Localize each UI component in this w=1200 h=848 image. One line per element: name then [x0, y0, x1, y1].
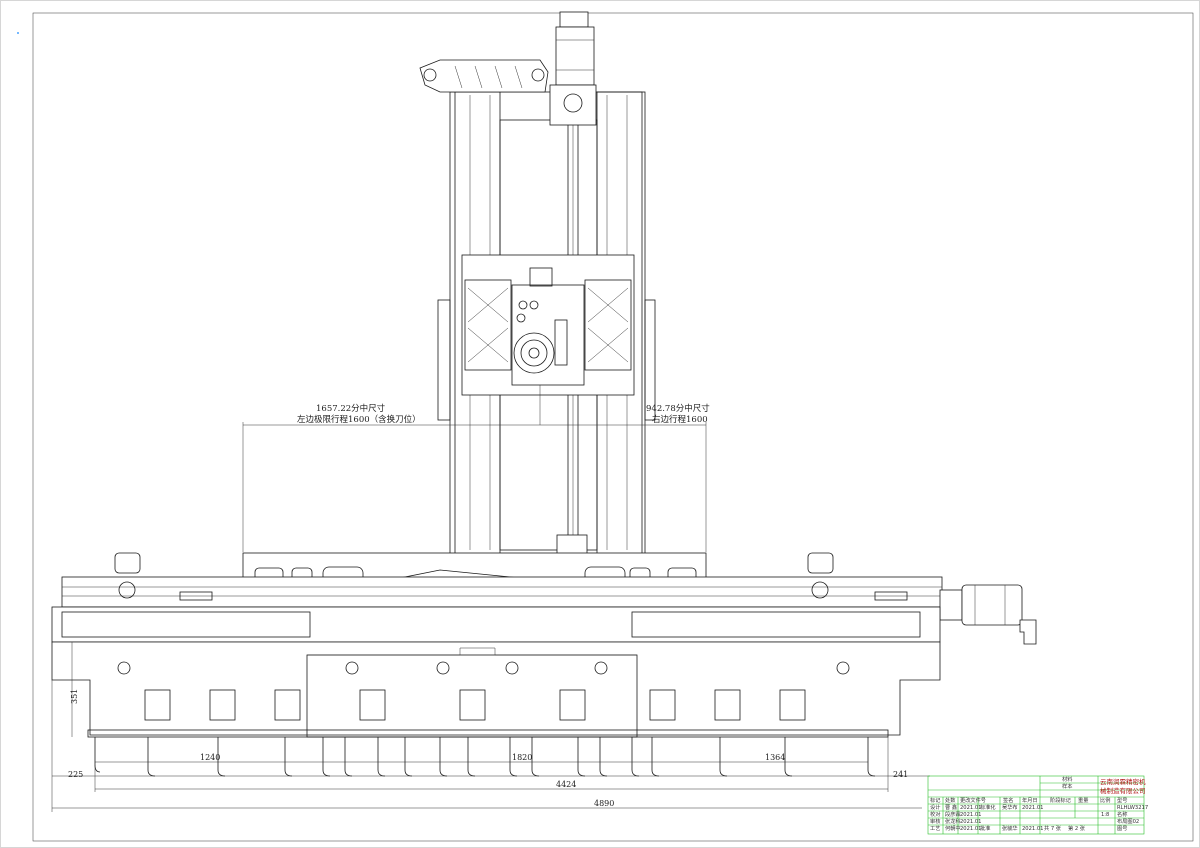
std-name: 吴华布	[1002, 803, 1018, 811]
servo-motor	[939, 584, 1037, 645]
name-value: 布局图02	[1117, 817, 1139, 825]
scale-value: 1:8	[1101, 812, 1109, 818]
approve-date: 2021.01	[1022, 826, 1043, 832]
name-process: 何朝中	[945, 824, 961, 832]
col-doc: 更改文件号	[960, 796, 986, 804]
row-design: 设计	[930, 803, 940, 811]
std-date: 2021.01	[1022, 805, 1043, 811]
company-name-line1: 云南润霖精密机	[1100, 777, 1146, 786]
std-label: 标准化	[980, 803, 996, 811]
model-value: RLHLW3217	[1117, 805, 1148, 811]
dim-seg-left: 1240	[200, 753, 220, 762]
date-design: 2021.01	[960, 805, 981, 811]
material-label: 材料	[1062, 775, 1072, 783]
name-design: 曹 鑫	[945, 803, 957, 811]
dim-right-offset: 241	[893, 770, 908, 779]
name-label: 名称	[1117, 810, 1127, 818]
sample-label: 样本	[1062, 782, 1072, 790]
col-mark: 标记	[930, 796, 940, 804]
sheet-number: 第 2 张	[1068, 824, 1086, 832]
dim-seg-mid: 1820	[512, 753, 532, 762]
headstock	[461, 254, 635, 425]
guide-rail	[61, 552, 943, 608]
col-count: 处数	[945, 796, 956, 804]
date-review: 2021.01	[960, 819, 981, 825]
dim-overall: 4890	[594, 799, 614, 808]
dim-seg-right: 1364	[765, 753, 785, 762]
approve-name: 张毓华	[1002, 824, 1018, 832]
left-travel-note-line2: 左边极限行程1600（含换刀位）	[297, 414, 421, 425]
row-process: 工艺	[930, 825, 940, 832]
scale-label: 比例	[1100, 796, 1110, 804]
weight-label: 重量	[1078, 796, 1088, 804]
machine-bed	[51, 606, 941, 777]
drawing-no-label: 图号	[1117, 825, 1127, 832]
dim-inner-span: 4424	[556, 780, 576, 789]
border-frame	[32, 12, 1194, 842]
sheets-total: 共 7 张	[1044, 824, 1062, 832]
name-check: 段彦霖	[945, 810, 961, 818]
right-travel-note-line1: 942.78分中尺寸	[646, 403, 710, 414]
approve-label: 批准	[980, 824, 990, 832]
travel-dimensions: 1657.22分中尺寸 左边极限行程1600（含换刀位） 942.78分中尺寸 …	[242, 403, 710, 552]
date-process: 2021.01	[960, 826, 981, 832]
company-name-line2: 械制造有限公司	[1100, 786, 1146, 795]
right-travel-note-line2: 右边行程1600	[652, 414, 708, 425]
date-check: 2021.01	[960, 812, 981, 818]
row-review: 审核	[930, 817, 940, 825]
name-review: 张龙科	[945, 817, 961, 825]
corner-mark	[17, 32, 19, 34]
col-date: 年月日	[1022, 796, 1038, 804]
model-label: 型号	[1117, 796, 1127, 804]
row-check: 校对	[930, 810, 940, 818]
title-block: 材料 样本 云南润霖精密机 械制造有限公司 标记 处数 更改文件号 签名 年月日…	[927, 775, 1148, 835]
left-travel-note-line1: 1657.22分中尺寸	[316, 403, 386, 414]
stage-mark-label: 阶段标记	[1050, 796, 1071, 804]
dim-left-offset: 225	[68, 770, 83, 779]
dim-height: 351	[70, 689, 79, 704]
col-sign: 签名	[1003, 796, 1013, 804]
bed-dimensions: 351 1240 1820 1364 225 241 4424 4890	[51, 642, 930, 812]
